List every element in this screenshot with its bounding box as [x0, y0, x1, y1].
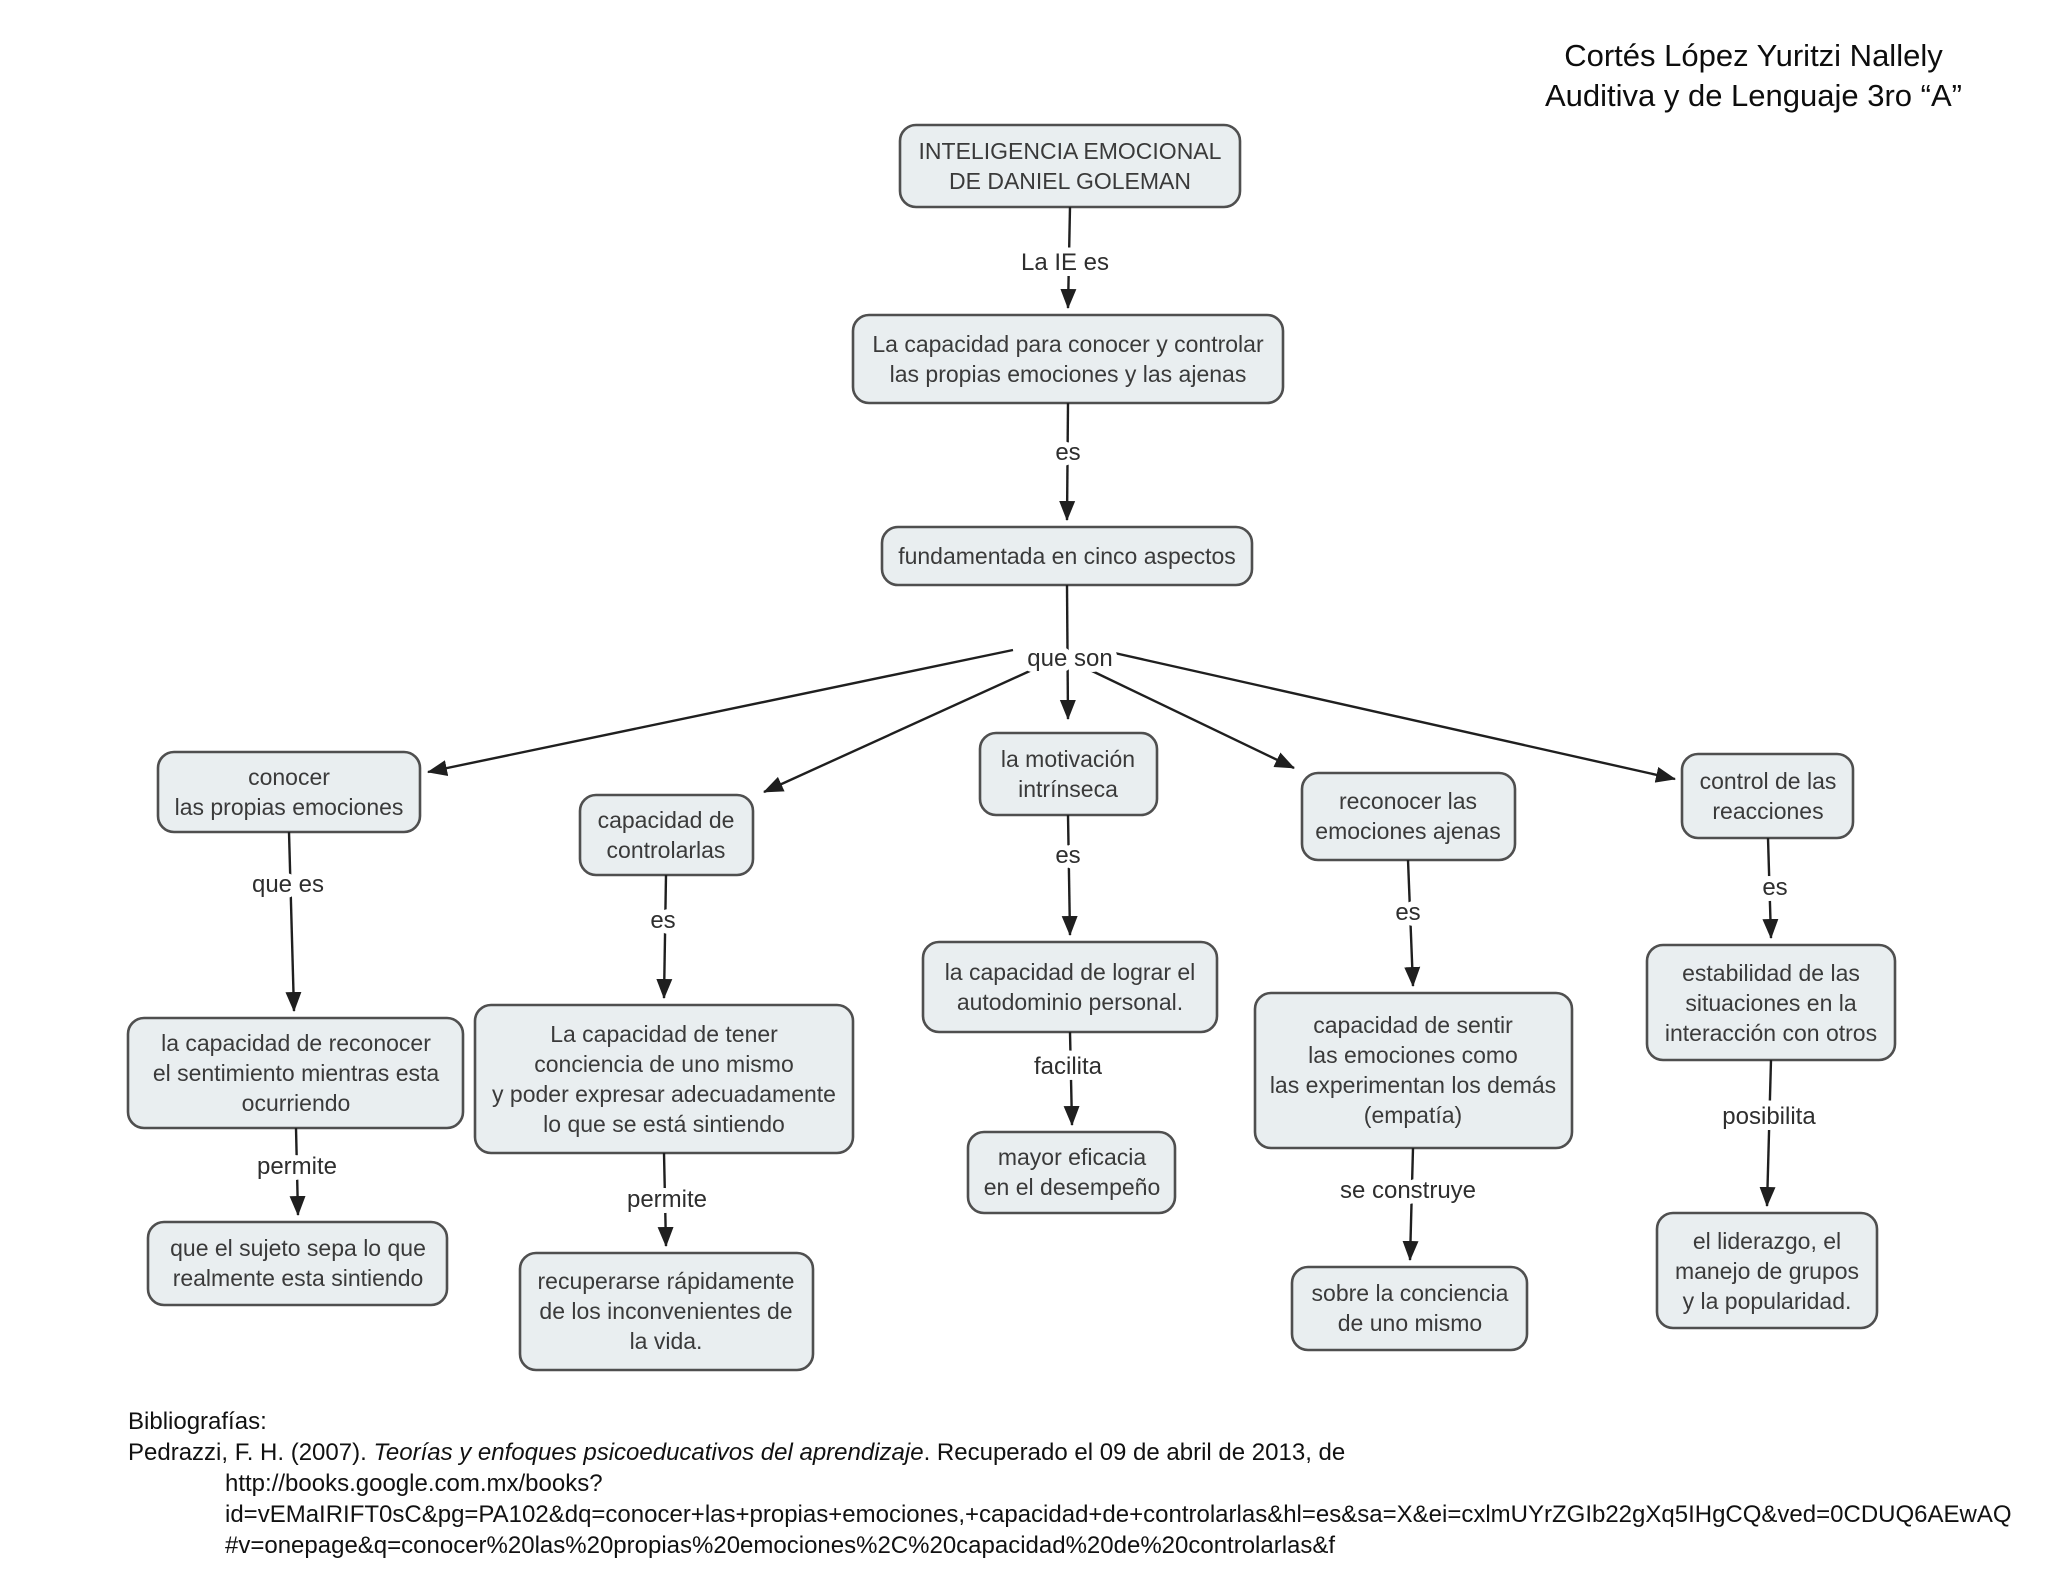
edge-reactions-def — [1762, 837, 1779, 939]
edge-foundation-control — [763, 668, 1033, 794]
edge-label-permite-1: permite — [257, 1153, 337, 1180]
edge-label-es-3: es — [1055, 842, 1080, 869]
edge-foundation-reactions — [1109, 650, 1676, 783]
bibliography-heading: Bibliografías: — [128, 1408, 267, 1435]
edge-definition-foundation — [1059, 402, 1076, 521]
edge-motivation-result — [1063, 1031, 1080, 1126]
node-control-result-box — [518, 1251, 815, 1372]
edge-label-es-1: es — [1055, 439, 1080, 466]
author-class: Auditiva y de Lenguaje 3ro “A” — [1544, 78, 1962, 113]
node-foundation-label: fundamentada en cinco aspectos — [898, 543, 1236, 569]
edges — [285, 206, 1779, 1261]
node-reactions-result-box — [1655, 1211, 1879, 1330]
bibliography-url-line2: #v=onepage&q=conocer%20las%20propias%20e… — [225, 1532, 1336, 1559]
edge-know-own-def — [285, 831, 302, 1012]
bibliography-entry: Pedrazzi, F. H. (2007). Teorías y enfoqu… — [128, 1437, 2048, 1468]
edge-label-posibilita: posibilita — [1722, 1103, 1816, 1130]
edge-control-result — [657, 1152, 674, 1247]
node-recognize-def-box — [1253, 991, 1574, 1150]
edge-label-facilita: facilita — [1034, 1053, 1103, 1080]
bibliography-entry-title: Teorías y enfoques psicoeducativos del a… — [373, 1439, 924, 1466]
node-definition-box — [851, 313, 1285, 405]
edge-label-se-construye: se construye — [1340, 1177, 1476, 1204]
edge-foundation-know-own — [427, 648, 1014, 776]
author-name: Cortés López Yuritzi Nallely — [1564, 38, 1943, 73]
edge-foundation-recognize — [1089, 668, 1295, 770]
edge-control-def — [656, 874, 673, 999]
bibliography-entry-prefix: Pedrazzi, F. H. (2007). — [128, 1439, 374, 1466]
edge-label-es-5: es — [1762, 874, 1787, 901]
edge-motivation-def — [1061, 814, 1078, 936]
edge-labels: La IE es es que son que es permite es pe… — [246, 243, 1822, 1219]
node-motivation-result-box — [966, 1130, 1177, 1215]
edge-label-que-es: que es — [252, 871, 324, 898]
edge-label-permite-2: permite — [627, 1186, 707, 1213]
node-know-own-result-box — [146, 1220, 449, 1307]
node-foundation: fundamentada en cinco aspectos — [880, 525, 1254, 587]
edge-know-own-result — [289, 1127, 306, 1216]
node-recognize-box — [1300, 771, 1517, 862]
node-know-own-def-box — [126, 1016, 465, 1130]
node-control-box — [578, 793, 755, 877]
bibliography: Bibliografías: Pedrazzi, F. H. (2007). T… — [128, 1406, 2048, 1561]
edge-label-la-ie-es: La IE es — [1021, 249, 1109, 276]
edge-foundation-motivation — [1059, 584, 1076, 720]
bibliography-entry-suffix: . Recuperado el 09 de abril de 2013, de — [923, 1439, 1346, 1466]
edge-reactions-result — [1759, 1059, 1776, 1207]
edge-label-es-2: es — [650, 907, 675, 934]
edge-recognize-def — [1404, 859, 1421, 987]
node-reactions-box — [1680, 752, 1855, 840]
edge-root-definition — [1060, 206, 1077, 309]
node-recognize-result-box — [1290, 1265, 1529, 1352]
author-header: Cortés López Yuritzi Nallely Auditiva y … — [1545, 36, 1962, 116]
edge-recognize-result — [1402, 1147, 1419, 1261]
edge-label-que-son: que son — [1027, 645, 1112, 672]
bibliography-url-line1: http://books.google.com.mx/books?id=vEMa… — [225, 1470, 2012, 1528]
edge-label-es-4: es — [1395, 899, 1420, 926]
node-motivation-def-box — [921, 940, 1219, 1034]
